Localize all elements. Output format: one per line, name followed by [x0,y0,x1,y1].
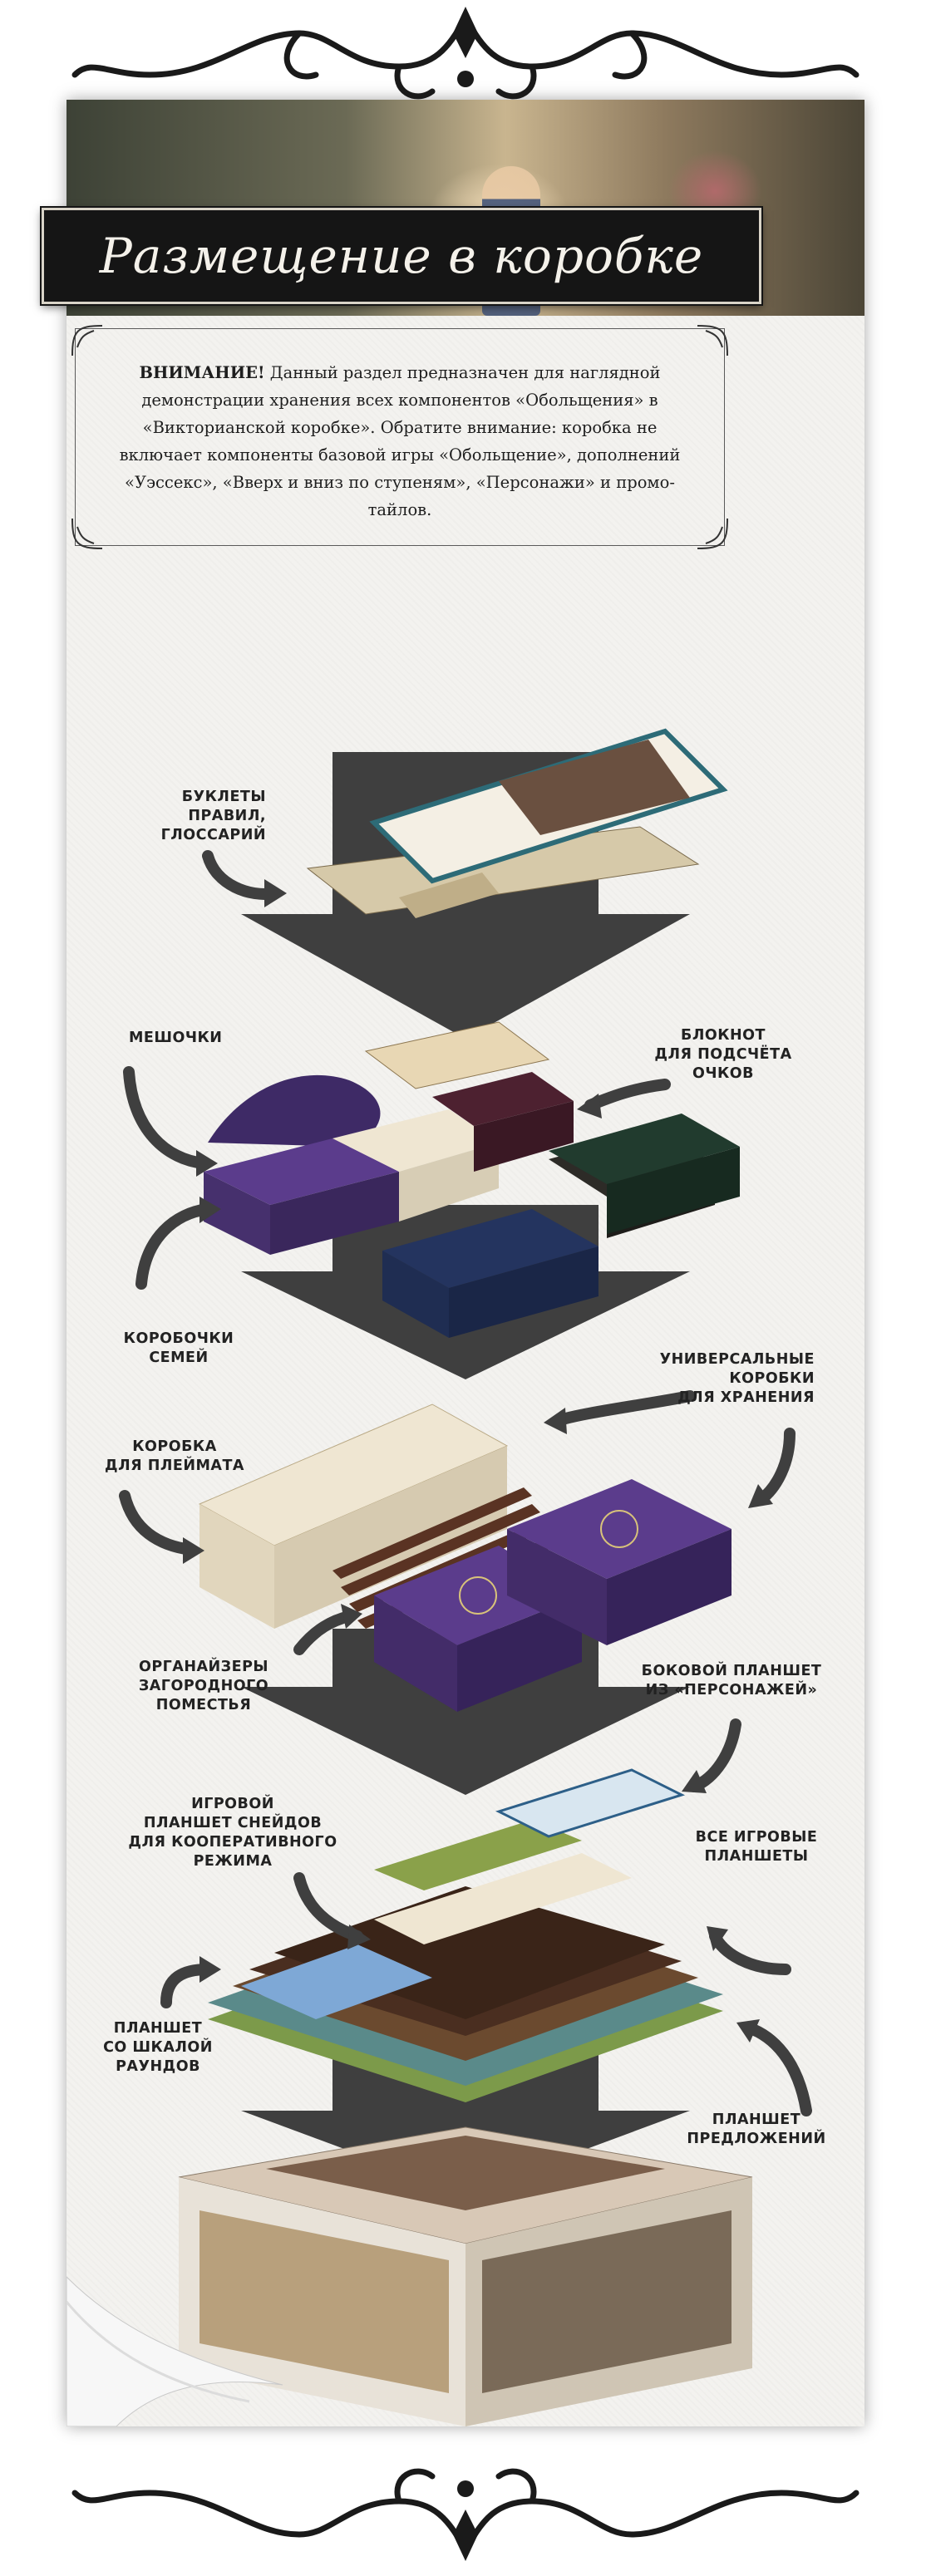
top-ornament [71,7,860,100]
label-scorepad: БЛОКНОТ ДЛЯ ПОДСЧЁТА ОЧКОВ [654,1027,792,1082]
page-curl [66,2276,283,2426]
victorian-box [178,2126,753,2426]
label-snide-board: ИГРОВОЙ ПЛАНШЕТ СНЕЙДОВ ДЛЯ КООПЕРАТИВНО… [128,1796,337,1870]
game-boards-group [208,1768,723,2102]
bottom-ornament [71,2468,860,2561]
notice-box: ВНИМАНИЕ! Данный раздел предназначен для… [71,325,728,549]
corner-flourish-icon [697,518,728,549]
label-playmat-box: КОРОБКА ДЛЯ ПЛЕЙМАТА [105,1438,244,1474]
notice-body: Данный раздел предназначен для наглядной… [119,363,681,519]
corner-flourish-icon [71,325,103,356]
label-bags: МЕШОЧКИ [129,1030,223,1046]
label-universal-boxes: УНИВЕРСАЛЬНЫЕ КОРОБКИ ДЛЯ ХРАНЕНИЯ [659,1351,815,1406]
family-boxes-group [204,1021,740,1338]
label-all-boards: ВСЕ ИГРОВЫЕ ПЛАНШЕТЫ [695,1829,818,1865]
notice-text: ВНИМАНИЕ! Данный раздел предназначен для… [109,359,691,524]
notice-lead: ВНИМАНИЕ! [139,363,265,382]
label-side-board: БОКОВОЙ ПЛАНШЕТ ИЗ «ПЕРСОНАЖЕЙ» [641,1663,822,1698]
corner-flourish-icon [697,325,728,356]
label-family-boxes: КОРОБОЧКИ СЕМЕЙ [123,1330,234,1366]
label-round-board: ПЛАНШЕТ СО ШКАЛОЙ РАУНДОВ [103,2020,213,2075]
label-estate-organizers: ОРГАНАЙЗЕРЫ ЗАГОРОДНОГО ПОМЕСТЬЯ [138,1659,269,1713]
title-banner: Размещение в коробке [40,206,763,306]
corner-flourish-icon [71,518,103,549]
storage-boxes-group [198,1404,732,1712]
page-title: Размещение в коробке [99,228,704,284]
label-offers-board: ПЛАНШЕТ ПРЕДЛОЖЕНИЙ [687,2111,826,2147]
rule-booklets [306,728,728,918]
pointer-arrowheads [183,879,773,2043]
label-booklets: БУКЛЕТЫ ПРАВИЛ, ГЛОССАРИЙ [160,789,266,843]
